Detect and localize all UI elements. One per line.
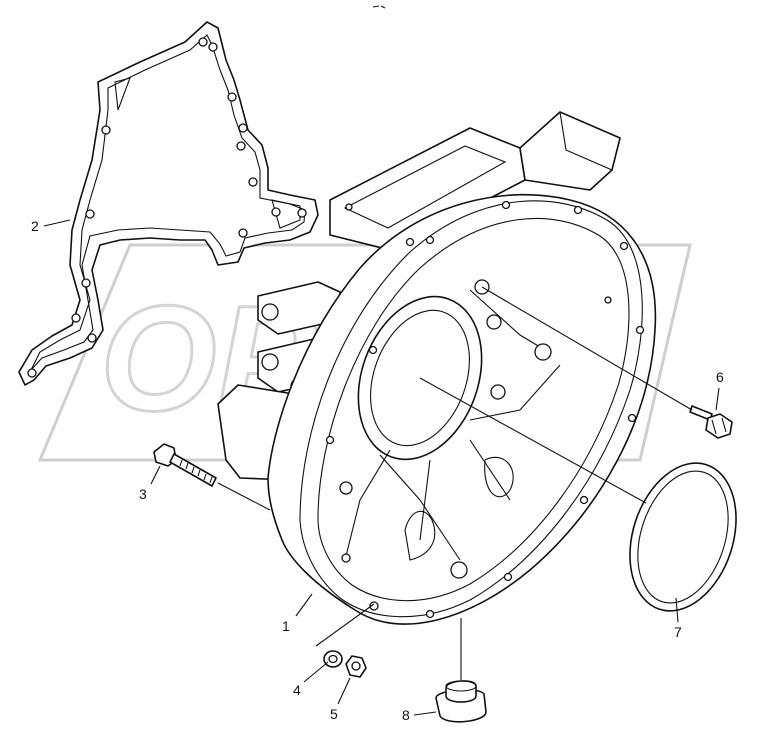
callout-5: 5 bbox=[330, 706, 338, 722]
stud-leader bbox=[217, 482, 271, 511]
washer-part bbox=[323, 650, 343, 668]
gasket-part bbox=[18, 21, 319, 386]
seal-leader bbox=[419, 377, 647, 504]
callout-6: 6 bbox=[716, 369, 724, 385]
callout-leader-4 bbox=[303, 661, 329, 683]
callout-leader-3 bbox=[150, 465, 161, 485]
nut-part bbox=[345, 655, 367, 678]
top-mark bbox=[372, 5, 386, 9]
callout-1: 1 bbox=[282, 618, 290, 634]
callout-4: 4 bbox=[293, 682, 301, 698]
callout-leader-7 bbox=[675, 597, 679, 623]
callout-leader-8 bbox=[413, 711, 437, 716]
callout-8: 8 bbox=[402, 707, 410, 723]
callout-2: 2 bbox=[31, 218, 39, 234]
callout-leader-1 bbox=[295, 593, 313, 617]
seal-ring-part bbox=[419, 377, 737, 612]
bolt-part bbox=[481, 286, 733, 439]
callout-7: 7 bbox=[674, 624, 682, 640]
callout-leader-6 bbox=[715, 387, 720, 411]
callout-leader-5 bbox=[337, 677, 351, 705]
stud-part bbox=[153, 443, 271, 511]
flywheel-housing-part bbox=[217, 111, 657, 625]
plug-part bbox=[435, 618, 487, 723]
callout-3: 3 bbox=[139, 486, 147, 502]
callout-leader-2 bbox=[43, 219, 71, 227]
bolt-leader bbox=[481, 286, 693, 411]
washer-nut-leader bbox=[315, 603, 375, 647]
